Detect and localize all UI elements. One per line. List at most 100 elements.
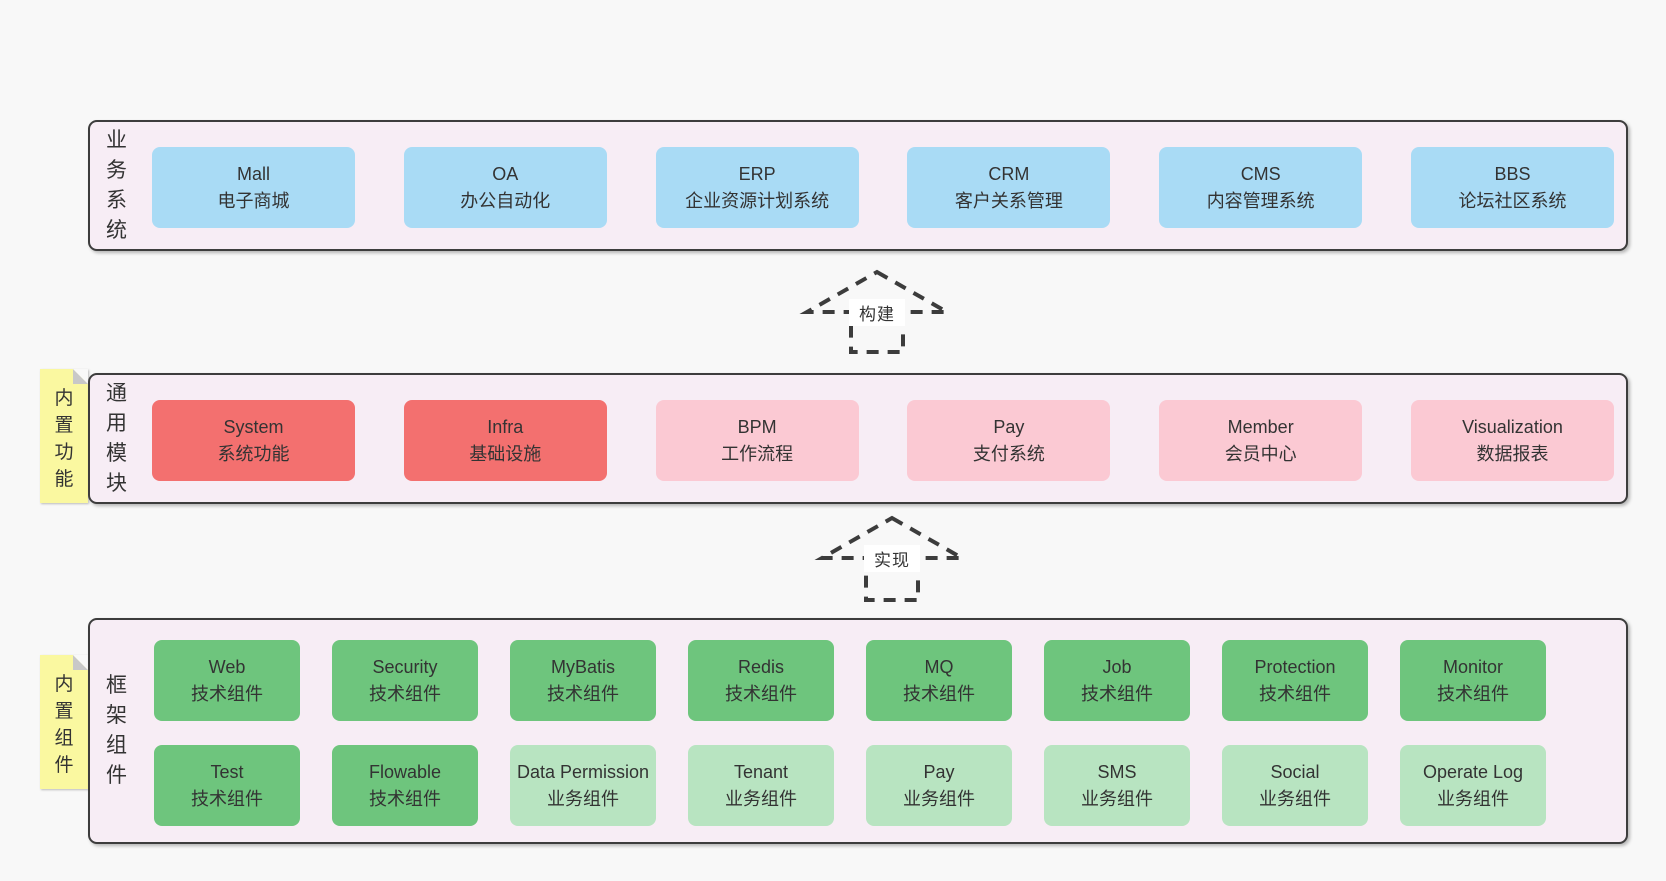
box-subtitle: 技术组件 [191,788,263,809]
box-monitor: Monitor 技术组件 [1400,640,1546,721]
box-subtitle: 支付系统 [972,443,1045,464]
box-protection: Protection 技术组件 [1222,640,1368,721]
section-label: 通用模块 [106,381,127,495]
box-title: Monitor [1442,656,1504,677]
box-subtitle: 客户关系管理 [954,190,1063,211]
box-title: Tenant [733,761,789,782]
sticky-note-builtin-features: 内置功能 [40,369,88,503]
section-framework-components: 框架组件 Web 技术组件 Security 技术组件 MyBatis 技术组件… [88,618,1628,844]
box-system: System 系统功能 [152,400,355,481]
box-test: Test 技术组件 [154,745,300,826]
box-subtitle: 技术组件 [1081,683,1153,704]
box-subtitle: 技术组件 [1259,683,1331,704]
folded-corner-cut-icon [73,655,88,670]
box-web: Web 技术组件 [154,640,300,721]
box-subtitle: 工作流程 [721,443,794,464]
box-pay-module: Pay 支付系统 [907,400,1111,481]
section-common-modules: 通用模块 System 系统功能 Infra 基础设施 BPM 工作流程 Pay… [88,373,1628,504]
box-mq: MQ 技术组件 [866,640,1012,721]
box-title: Mall [236,163,270,184]
box-subtitle: 企业资源计划系统 [685,190,830,211]
box-title: Social [1270,761,1320,782]
box-subtitle: 业务组件 [725,788,797,809]
box-bbs: BBS 论坛社区系统 [1410,147,1614,228]
box-pay-component: Pay 业务组件 [866,745,1012,826]
section-business-systems: 业务系统 Mall 电子商城 OA 办公自动化 ERP 企业资源计划系统 CRM… [88,120,1628,251]
sticky-label: 内置功能 [54,388,74,490]
box-subtitle: 业务组件 [1081,788,1153,809]
arrow-label-build: 构建 [849,299,905,326]
box-subtitle: 电子商城 [217,190,290,211]
box-subtitle: 技术组件 [1437,683,1509,704]
box-title: Data Permission [516,761,650,782]
box-title: Job [1102,656,1132,677]
box-subtitle: 内容管理系统 [1206,190,1315,211]
box-subtitle: 业务组件 [1259,788,1331,809]
box-subtitle: 系统功能 [217,443,290,464]
box-title: Pay [993,416,1025,437]
box-row: System 系统功能 Infra 基础设施 BPM 工作流程 Pay 支付系统… [152,400,1614,481]
box-subtitle: 技术组件 [369,683,441,704]
box-title: Member [1227,416,1294,437]
box-mybatis: MyBatis 技术组件 [510,640,656,721]
box-title: Redis [737,656,785,677]
box-erp: ERP 企业资源计划系统 [655,147,859,228]
box-social: Social 业务组件 [1222,745,1368,826]
box-infra: Infra 基础设施 [403,400,607,481]
box-title: Protection [1254,656,1336,677]
box-title: ERP [738,163,776,184]
box-title: BBS [1494,163,1531,184]
box-title: System [223,416,284,437]
box-subtitle: 技术组件 [191,683,263,704]
box-title: Visualization [1462,416,1563,437]
box-crm: CRM 客户关系管理 [907,147,1111,228]
box-subtitle: 基础设施 [469,443,542,464]
box-subtitle: 技术组件 [903,683,975,704]
box-title: BPM [737,416,777,437]
section-label: 框架组件 [106,673,127,788]
arrow-label-implement: 实现 [864,545,920,572]
box-flowable: Flowable 技术组件 [332,745,478,826]
box-row: Test 技术组件 Flowable 技术组件 Data Permission … [154,745,1546,826]
box-row: Web 技术组件 Security 技术组件 MyBatis 技术组件 Redi… [154,640,1546,721]
box-subtitle: 业务组件 [1437,788,1509,809]
box-operate-log: Operate Log 业务组件 [1400,745,1546,826]
box-title: Test [210,761,244,782]
box-title: Web [208,656,246,677]
box-subtitle: 数据报表 [1476,443,1549,464]
box-sms: SMS 业务组件 [1044,745,1190,826]
sticky-label: 内置组件 [54,674,74,776]
box-mall: Mall 电子商城 [152,147,355,228]
box-tenant: Tenant 业务组件 [688,745,834,826]
box-data-permission: Data Permission 业务组件 [510,745,656,826]
box-subtitle: 会员中心 [1224,443,1297,464]
box-title: MQ [924,656,954,677]
box-title: CRM [988,163,1030,184]
box-job: Job 技术组件 [1044,640,1190,721]
box-title: CMS [1240,163,1281,184]
box-subtitle: 技术组件 [547,683,619,704]
sticky-note-builtin-components: 内置组件 [40,655,88,789]
box-subtitle: 技术组件 [369,788,441,809]
box-cms: CMS 内容管理系统 [1159,147,1363,228]
box-title: Operate Log [1422,761,1524,782]
box-subtitle: 论坛社区系统 [1458,190,1567,211]
box-bpm: BPM 工作流程 [655,400,859,481]
box-title: MyBatis [550,656,615,677]
box-title: Security [372,656,438,677]
section-label: 业务系统 [106,128,127,242]
box-row: Mall 电子商城 OA 办公自动化 ERP 企业资源计划系统 CRM 客户关系… [152,147,1614,228]
box-title: Infra [487,416,524,437]
box-oa: OA 办公自动化 [403,147,607,228]
box-subtitle: 技术组件 [725,683,797,704]
box-title: Flowable [368,761,442,782]
box-security: Security 技术组件 [332,640,478,721]
box-member: Member 会员中心 [1159,400,1363,481]
box-subtitle: 业务组件 [547,788,619,809]
box-title: OA [492,163,519,184]
box-subtitle: 业务组件 [903,788,975,809]
folded-corner-cut-icon [73,369,88,384]
box-title: Pay [923,761,955,782]
box-visualization: Visualization 数据报表 [1410,400,1614,481]
